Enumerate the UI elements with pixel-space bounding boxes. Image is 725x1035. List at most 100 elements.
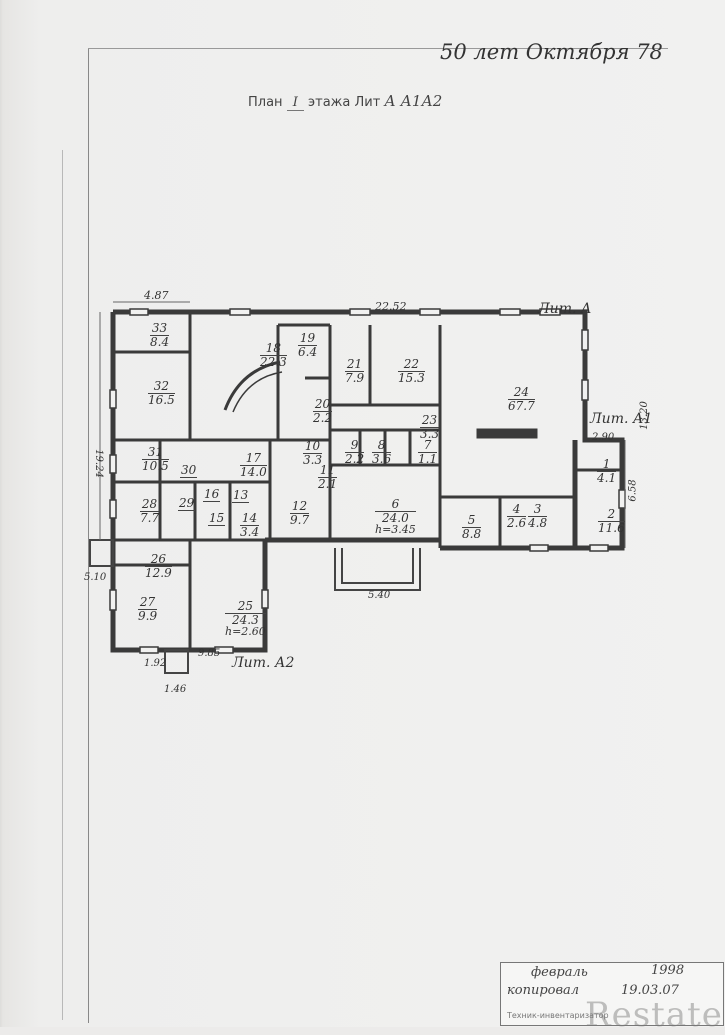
porch — [334, 548, 421, 591]
window — [349, 308, 371, 316]
window — [109, 454, 117, 474]
room-area: 9.9 — [138, 608, 158, 623]
litera-a: Лит. А — [538, 301, 592, 317]
stamp-date: 19.03.07 — [621, 983, 679, 998]
room-area: 11.6 — [598, 520, 625, 535]
dim-label: 1.46 — [164, 684, 187, 695]
room-number: 14 — [240, 511, 260, 526]
room-height: h=3.45 — [375, 523, 416, 537]
stamp-footer: Техник-инвентаризатор — [507, 1011, 609, 1020]
room-area: 4.1 — [597, 470, 617, 485]
room-number: 15 — [208, 511, 226, 526]
room-number: 23 — [420, 413, 440, 428]
porch — [164, 649, 189, 674]
room-area: 3.3 — [303, 452, 323, 467]
stamp-month: февраль — [531, 965, 588, 980]
room-area: 1.1 — [418, 451, 438, 466]
plan-prefix: План — [248, 95, 283, 110]
address-note: 50 лет Октября 78 — [440, 40, 663, 64]
room-number: 13 — [232, 488, 250, 503]
room-area: 3.6 — [372, 451, 392, 466]
room-area: 67.7 — [508, 398, 535, 413]
room-label: 13 — [232, 488, 250, 503]
window — [539, 308, 561, 316]
window — [129, 308, 149, 316]
room-area: 8.4 — [150, 334, 170, 349]
room-number: 31 — [142, 446, 169, 460]
room-number: 24 — [508, 386, 535, 400]
room-number: 28 — [140, 497, 160, 512]
room-label: 29 — [178, 496, 196, 511]
room-number: 29 — [178, 496, 196, 511]
window — [419, 308, 441, 316]
window — [109, 589, 117, 611]
room-area: 2.6 — [507, 515, 527, 530]
partition-bar — [476, 428, 538, 439]
room-number: 18 — [260, 342, 287, 356]
room-area: 10.5 — [142, 458, 169, 473]
room-number: 19 — [298, 331, 318, 346]
room-number: 32 — [148, 380, 175, 394]
dim-label: 5.10 — [84, 572, 107, 583]
room-number: 20 — [313, 397, 333, 412]
window — [589, 544, 609, 552]
room-number: 17 — [240, 452, 267, 466]
window — [139, 646, 159, 654]
room-area: 15.3 — [398, 370, 425, 385]
dim-label: 13.20 — [638, 401, 650, 430]
room-number: 1 — [597, 458, 617, 472]
binding-line — [62, 150, 63, 1020]
window — [229, 308, 251, 316]
room-area: 4.8 — [528, 515, 548, 530]
room-number: 7 — [418, 439, 438, 453]
dim-label: 2.90 — [592, 432, 615, 443]
litera-a2: Лит. А2 — [232, 655, 295, 671]
window — [618, 489, 626, 509]
room-number: 5 — [462, 514, 482, 528]
room-area: 8.8 — [462, 526, 482, 541]
watermark-logo: Restate — [585, 995, 723, 1035]
window — [214, 646, 234, 654]
stamp-year: 1998 — [651, 963, 685, 978]
window — [499, 308, 521, 316]
room-area: 3.3 — [420, 426, 440, 441]
room-area: 24.0 — [382, 510, 409, 525]
margin-line — [88, 48, 89, 1023]
room-area: 14.0 — [240, 464, 267, 479]
plan-title: План I этажа Лит А А1А2 — [248, 92, 442, 111]
room-number: 21 — [345, 357, 365, 372]
window — [529, 544, 549, 552]
room-number: 10 — [303, 439, 323, 454]
room-area: 2.2 — [345, 451, 365, 466]
room-number: 8 — [372, 439, 392, 453]
dim-label: 6.58 — [627, 479, 639, 502]
room-number: 26 — [145, 553, 172, 567]
window — [109, 389, 117, 409]
window — [581, 379, 589, 401]
dim-label: 5.40 — [368, 590, 391, 601]
litera-a1: Лит. А1 — [590, 411, 653, 427]
room-area: 2.1 — [318, 476, 338, 491]
room-number: 16 — [203, 487, 221, 502]
room-number: 12 — [290, 499, 310, 514]
